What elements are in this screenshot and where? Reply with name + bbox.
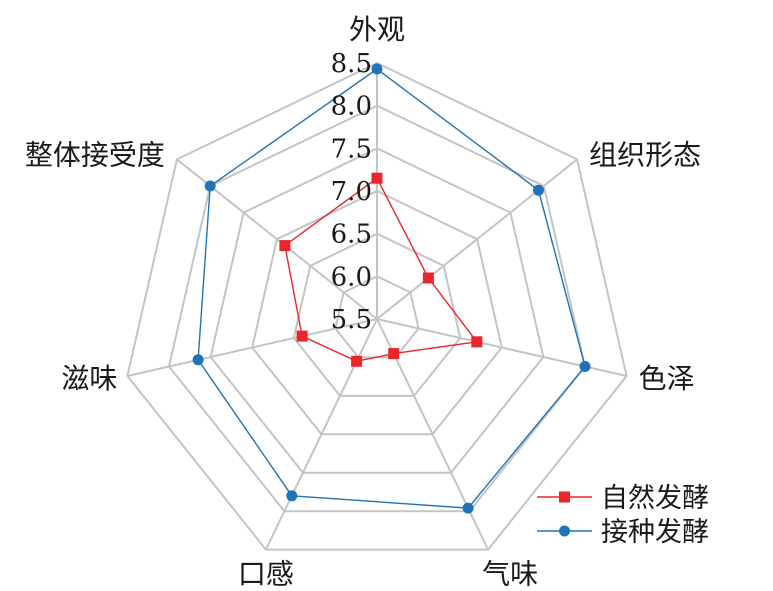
axis-label: 组织形态 <box>589 138 701 171</box>
tick-label: 6.5 <box>331 220 372 250</box>
grid-ring <box>126 61 628 551</box>
data-point-square <box>388 348 400 360</box>
data-point-square <box>279 240 291 252</box>
tick-label: 8.5 <box>331 49 372 79</box>
axis-label: 外观 <box>349 13 405 46</box>
series-line-1 <box>284 177 479 363</box>
grid-spoke <box>376 158 578 320</box>
tick-labels: 5.5 6.0 6.5 7.0 7.5 8.0 8.5 <box>331 49 372 335</box>
grid-spoke <box>127 318 378 377</box>
tick-label: 5.5 <box>331 305 372 335</box>
data-point-square <box>371 172 383 184</box>
data-point-circle <box>462 502 474 514</box>
data-point-circle <box>192 354 204 366</box>
legend-marker-square <box>559 491 570 503</box>
axis-label: 整体接受度 <box>25 138 165 171</box>
data-point-circle <box>579 361 591 372</box>
tick-label: 7.0 <box>331 177 372 207</box>
tick-label: 8.0 <box>331 92 372 122</box>
series-line-2 <box>197 68 586 509</box>
axis-label: 色泽 <box>639 362 695 395</box>
data-point-circle <box>533 184 544 196</box>
grid-ring <box>209 147 545 474</box>
data-point-circle <box>204 180 216 192</box>
grid-ring <box>292 232 462 397</box>
data-point-square <box>422 272 434 284</box>
legend-label: 自然发酵 <box>601 483 709 514</box>
data-point-square <box>471 336 483 348</box>
grid-ring <box>167 104 587 513</box>
axis-label: 气味 <box>482 558 538 591</box>
data-point-square <box>296 330 308 342</box>
series-layer <box>192 63 591 514</box>
legend-marker-circle <box>559 525 570 537</box>
axis-label: 滋味 <box>61 362 117 395</box>
data-point-square <box>351 355 363 367</box>
axis-label: 口感 <box>238 558 294 591</box>
tick-label: 7.5 <box>331 134 372 164</box>
grid-ring <box>251 189 503 436</box>
legend-label: 接种发酵 <box>601 517 709 548</box>
data-point-circle <box>371 63 383 75</box>
data-point-circle <box>286 490 298 502</box>
tick-label: 6.0 <box>331 262 372 292</box>
